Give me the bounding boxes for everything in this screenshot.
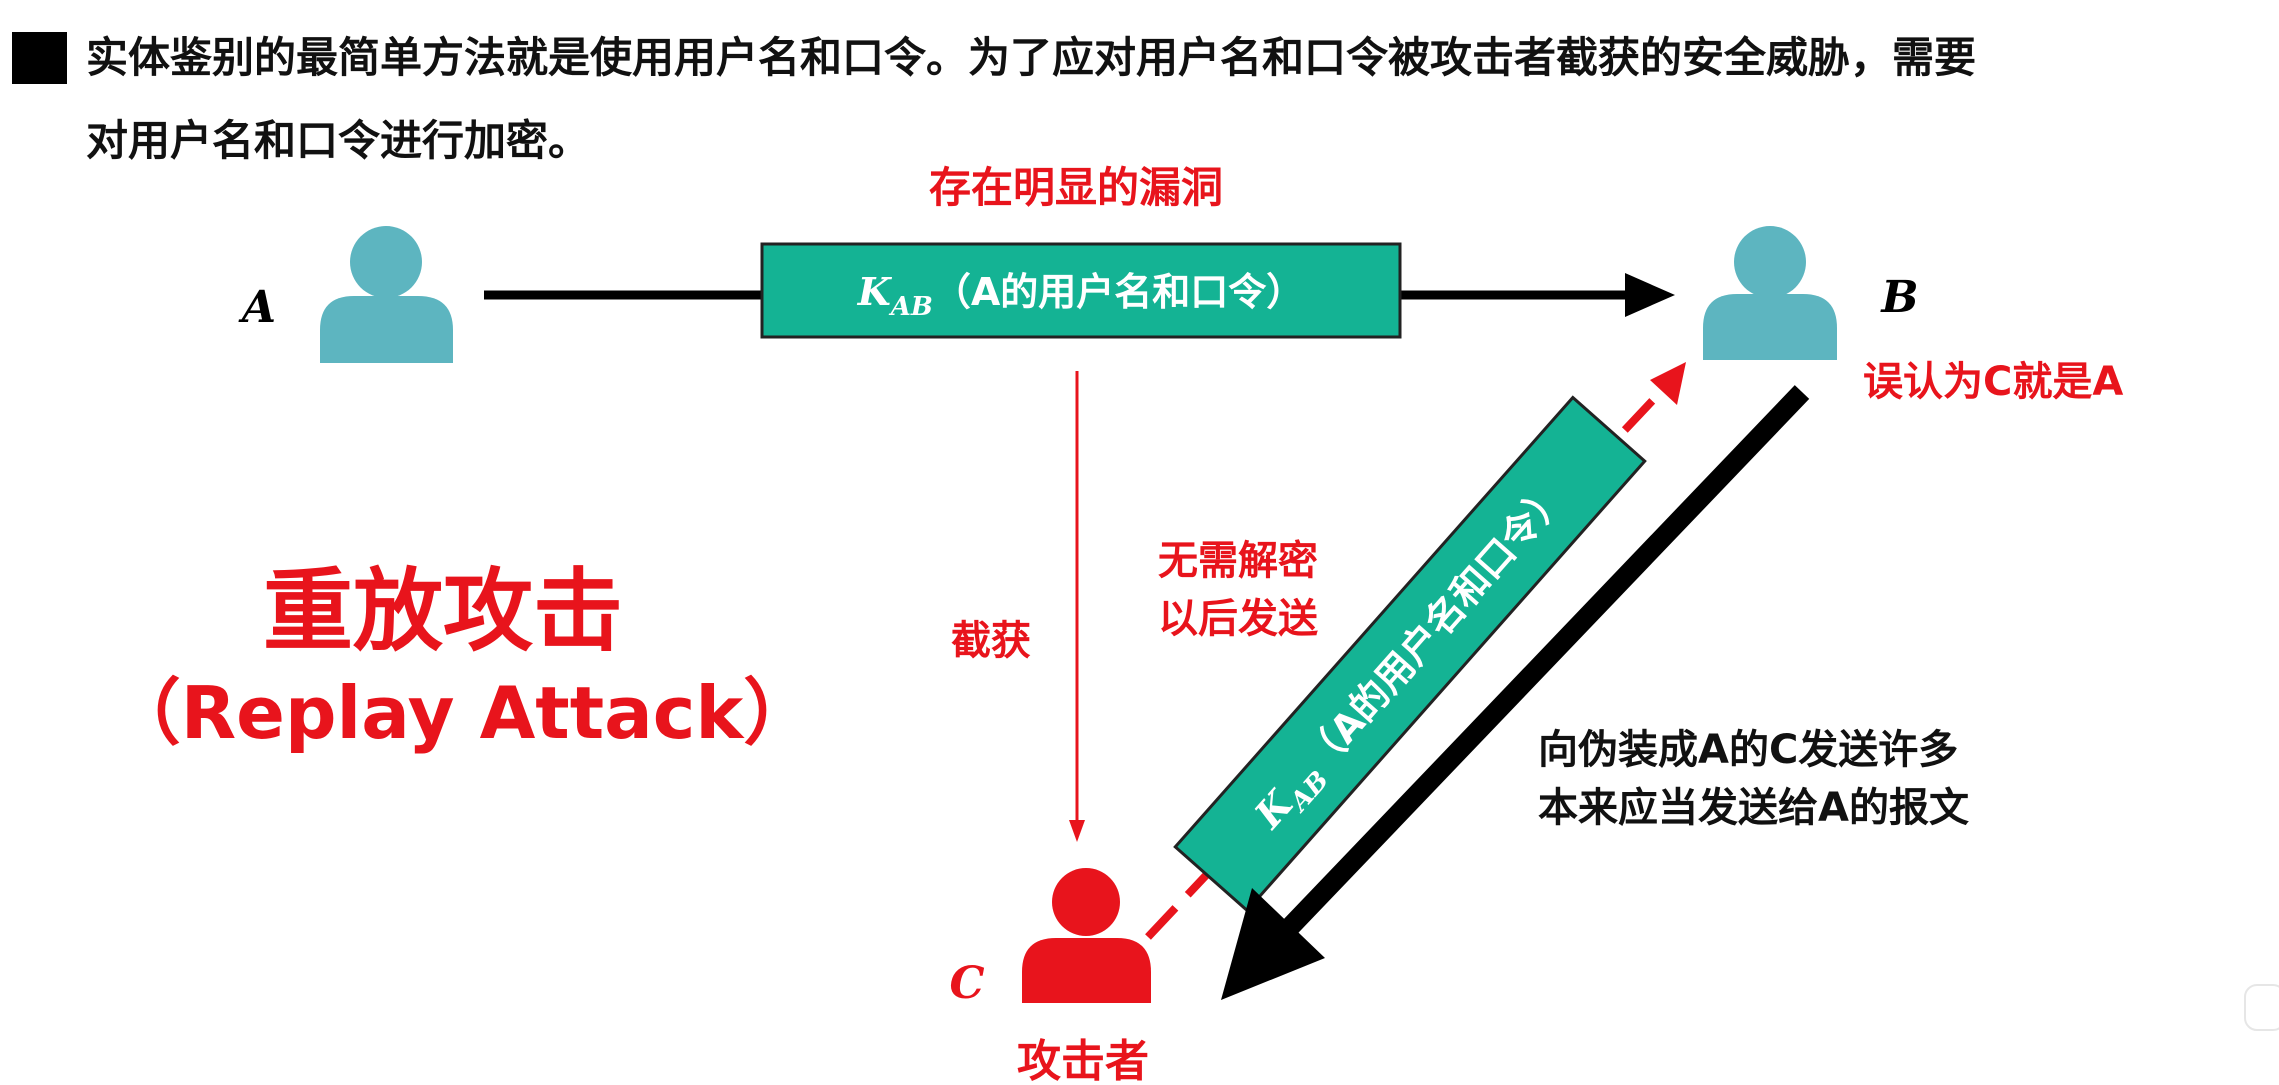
attacker-label: 攻击者 xyxy=(1017,1036,1149,1085)
header-line-1: 实体鉴别的最简单方法就是使用用户名和口令。为了应对用户名和口令被攻击者截获的安全… xyxy=(86,33,1976,82)
intercept-arrowhead xyxy=(1069,820,1085,842)
node-c-label: C xyxy=(949,958,984,1009)
bullet-square-icon xyxy=(12,32,67,84)
svg-text:KAB（A的用户名和口令）: KAB（A的用户名和口令） xyxy=(857,269,1305,322)
vulnerability-note: 存在明显的漏洞 xyxy=(929,163,1223,212)
b-to-c-arrow xyxy=(1262,385,1810,955)
replay-note-1: 无需解密 xyxy=(1158,538,1318,584)
key-symbol: K xyxy=(857,269,893,314)
title-en: （Replay Attack） xyxy=(109,671,816,755)
replay-arrowhead xyxy=(1650,362,1686,405)
replayed-message-content: （A的用户名和口令） xyxy=(1296,473,1575,780)
node-a-label: A xyxy=(238,282,276,333)
b-response-line-1: 向伪装成A的C发送许多 xyxy=(1538,727,1958,773)
user-b-icon xyxy=(1703,226,1837,360)
key-subscript: AB xyxy=(888,292,933,322)
header-line-2: 对用户名和口令进行加密。 xyxy=(86,116,590,165)
b-response-line-2: 本来应当发送给A的报文 xyxy=(1538,785,1969,831)
node-b-label: B xyxy=(1879,272,1918,323)
replay-note-2: 以后发送 xyxy=(1158,596,1318,642)
user-a-icon xyxy=(320,226,453,363)
intercept-label: 截获 xyxy=(951,618,1031,664)
title-cn: 重放攻击 xyxy=(263,559,623,664)
message-box: KAB（A的用户名和口令） xyxy=(760,242,1402,339)
message-content: （A的用户名和口令） xyxy=(933,270,1304,314)
replayed-message-box: KAB（A的用户名和口令） xyxy=(1173,395,1647,913)
b-to-c-arrowhead xyxy=(1221,888,1325,1000)
a-to-b-arrowhead xyxy=(1625,273,1675,317)
attacker-c-icon xyxy=(1022,868,1151,1003)
b-mistake-note: 误认为C就是A xyxy=(1863,359,2123,405)
floating-widget-icon[interactable] xyxy=(2244,984,2279,1031)
